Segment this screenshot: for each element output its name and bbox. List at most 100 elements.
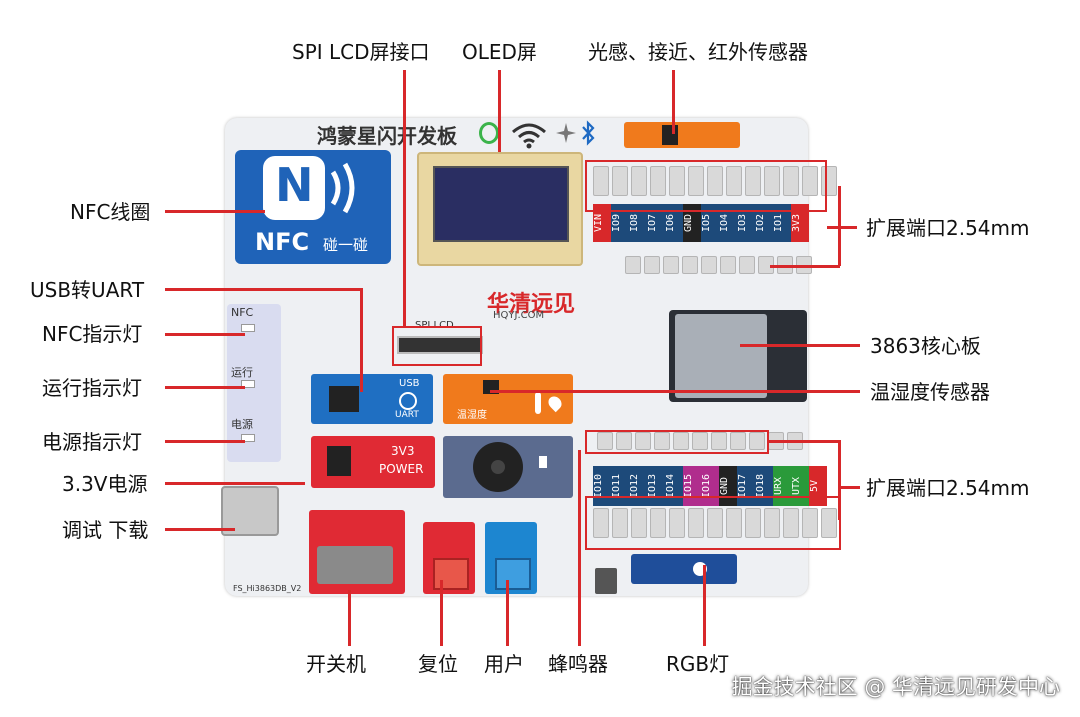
- leader-ext-top-h: [770, 265, 840, 268]
- temp-hum-block: 温湿度: [443, 374, 573, 424]
- highlight-top-header: [585, 160, 827, 212]
- label-oled: OLED屏: [462, 40, 537, 64]
- user-button[interactable]: [495, 558, 531, 590]
- top-header-pins: [593, 166, 837, 196]
- usb-c-port[interactable]: [221, 486, 279, 536]
- leader-ext-bottom-h: [769, 440, 839, 443]
- spi-lcd-silk: SPI LCD: [415, 320, 454, 331]
- leader-core: [740, 344, 860, 347]
- usb-silk: USB: [399, 378, 420, 389]
- leader-rgb: [703, 565, 706, 646]
- second-header-pins: [625, 256, 812, 274]
- label-power-led: 电源指示灯: [42, 430, 142, 454]
- user-block: [485, 522, 537, 594]
- leader-nfc-led: [165, 333, 245, 336]
- power-switch[interactable]: [317, 546, 393, 584]
- leader-switch: [348, 590, 351, 646]
- bottom-header-pins: [593, 508, 837, 538]
- nfc-wave-icon: [330, 162, 355, 214]
- nfc-n-icon: N: [275, 158, 314, 212]
- highlight-spi-lcd: [392, 326, 482, 366]
- slide-toggle[interactable]: [595, 568, 617, 594]
- label-nfc-led: NFC指示灯: [42, 322, 143, 346]
- leader-ext-top: [827, 226, 857, 229]
- label-ext-bottom: 扩展端口2.54mm: [866, 476, 1030, 500]
- label-reset: 复位: [418, 652, 458, 676]
- uart-silk: UART: [395, 410, 419, 420]
- run-led-silk: 运行: [231, 366, 253, 379]
- nfc-led: [241, 324, 255, 332]
- reset-block: [423, 522, 475, 594]
- label-user: 用户: [484, 652, 524, 676]
- power-switch-block: [309, 510, 405, 594]
- reset-button[interactable]: [433, 558, 469, 590]
- leader-sensor: [672, 70, 675, 134]
- dev-board: 鸿蒙星闪开发板 N NFC 碰一碰 VIN IO9 IO8 IO7: [221, 118, 837, 596]
- sensor-module: [624, 122, 740, 148]
- usb-uart-icon: [399, 392, 417, 410]
- third-header-pins: [597, 432, 803, 450]
- watermark: 掘金技术社区 @ 华清远见研发中心: [731, 675, 1060, 699]
- nfc-coil: N NFC 碰一碰: [235, 150, 391, 264]
- nfc-touch-text: 碰一碰: [323, 236, 369, 254]
- usb-uart-block: USB UART: [311, 374, 433, 424]
- buzzer-block: [443, 436, 573, 498]
- label-debug: 调试 下载: [62, 518, 149, 542]
- nfc-text: NFC: [255, 228, 310, 256]
- label-core: 3863核心板: [870, 334, 981, 358]
- wifi-icon: [512, 123, 546, 149]
- highlight-bottom-header: [585, 430, 769, 454]
- power-3v3-block: 3V3 POWER: [311, 436, 435, 488]
- led-indicator-strip: NFC 运行 电源: [227, 304, 281, 462]
- leader-reset: [440, 580, 443, 646]
- rgb-block: [631, 554, 737, 584]
- power-led: [241, 434, 255, 442]
- harmony-logo-icon: [479, 122, 499, 144]
- label-3v3: 3.3V电源: [62, 472, 148, 496]
- leader-nfc: [165, 210, 265, 213]
- droplet-icon: [545, 393, 565, 413]
- bottom-header-labels: IO10 IO11 IO12 IO13 IO14 IO15 IO16 GND I…: [593, 466, 827, 506]
- brand-url: HQYJ.COM: [493, 310, 545, 321]
- leader-ext-top-v: [838, 186, 841, 266]
- label-ext-top: 扩展端口2.54mm: [866, 216, 1030, 240]
- label-rgb: RGB灯: [666, 652, 730, 676]
- star-flash-icon: [556, 123, 576, 143]
- label-run-led: 运行指示灯: [42, 376, 142, 400]
- leader-ext-bottom-v: [838, 440, 841, 520]
- power-silk-power: POWER: [379, 462, 424, 476]
- leader-user: [506, 580, 509, 646]
- buzzer: [473, 442, 523, 492]
- leader-usb-v: [360, 288, 363, 392]
- label-temp-hum: 温湿度传感器: [870, 380, 990, 404]
- leader-temp: [490, 390, 860, 393]
- leader-3v3: [165, 482, 305, 485]
- leader-ext-bottom: [838, 486, 860, 489]
- power-led-silk: 电源: [231, 418, 253, 431]
- power-silk-3v3: 3V3: [391, 444, 415, 458]
- label-nfc-coil: NFC线圈: [70, 200, 151, 224]
- label-buzzer: 蜂鸣器: [548, 652, 608, 676]
- nfc-led-silk: NFC: [231, 306, 254, 319]
- leader-usb-h: [165, 288, 361, 291]
- leader-debug: [165, 528, 235, 531]
- label-switch: 开关机: [306, 652, 366, 676]
- speaker-icon: [539, 456, 547, 468]
- leader-power-led: [165, 440, 245, 443]
- spi-lcd-connector: [397, 336, 483, 354]
- highlight-bottom-header-2: [585, 496, 841, 550]
- oled-screen: [417, 152, 583, 266]
- board-title: 鸿蒙星闪开发板: [317, 124, 457, 148]
- label-usb-uart: USB转UART: [30, 278, 145, 302]
- leader-buzzer: [578, 450, 581, 646]
- board-name: FS_Hi3863DB_V2: [233, 584, 302, 593]
- leader-oled: [498, 70, 501, 152]
- leader-run-led: [165, 386, 245, 389]
- brand-logo: 华清远见: [487, 292, 576, 317]
- thermometer-icon: [535, 392, 541, 414]
- core-module: [669, 310, 807, 402]
- leader-spi: [403, 70, 406, 328]
- label-spi-lcd: SPI LCD屏接口: [292, 40, 430, 64]
- temp-hum-silk: 温湿度: [457, 410, 487, 421]
- label-sensors: 光感、接近、红外传感器: [588, 40, 808, 64]
